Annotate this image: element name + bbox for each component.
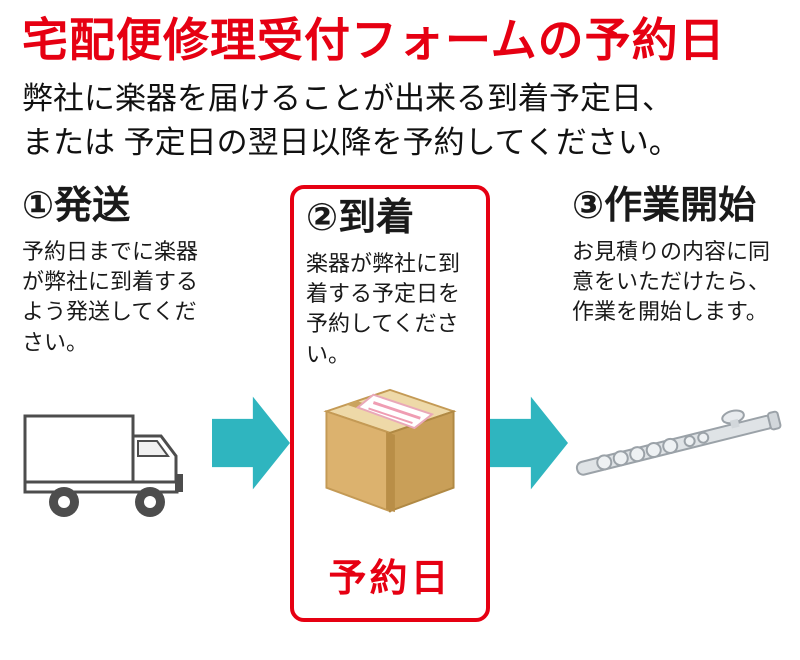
flute-icon [572,394,784,499]
subtitle: 弊社に楽器を届けることが出来る到着予定日、または 予定日の翌日以降を予約してくだ… [22,77,784,165]
step-shipping-description: 予約日までに楽器が弊社に到着するよう発送してください。 [22,238,199,355]
arrow-right-icon [490,391,568,495]
box-icon [316,384,464,521]
subtitle-line-1: 弊社に楽器を届けることが出来る到着予定日、 [22,80,673,116]
step-shipping: ①発送 予約日までに楽器が弊社に到着するよう発送してください。 [22,185,212,527]
step-work-start-heading: ③作業開始 [572,184,757,227]
step-arrival-description: 楽器が弊社に到着する予定日を予約してください。 [306,250,461,367]
reservation-date-badge: 予約日 [328,558,452,601]
step-work-start-description: お見積りの内容に同意をいただけたら、作業を開始します。 [572,238,771,325]
step-shipping-heading: ①発送 [22,184,131,227]
steps-row: ①発送 予約日までに楽器が弊社に到着するよう発送してください。 [22,184,784,623]
step-arrival-heading: ②到着 [306,196,415,239]
arrow-right-icon [212,391,290,495]
step-work-start: ③作業開始 お見積りの内容に同意をいただけたら、作業を開始します。 [568,185,784,499]
page-title: 宅配便修理受付フォームの予約日 [22,14,726,66]
step-arrival: ②到着 楽器が弊社に到着する予定日を予約してください。 予約日 [290,184,490,623]
truck-icon [22,410,212,527]
subtitle-line-2: または 予定日の翌日以降を予約してください。 [22,124,680,160]
